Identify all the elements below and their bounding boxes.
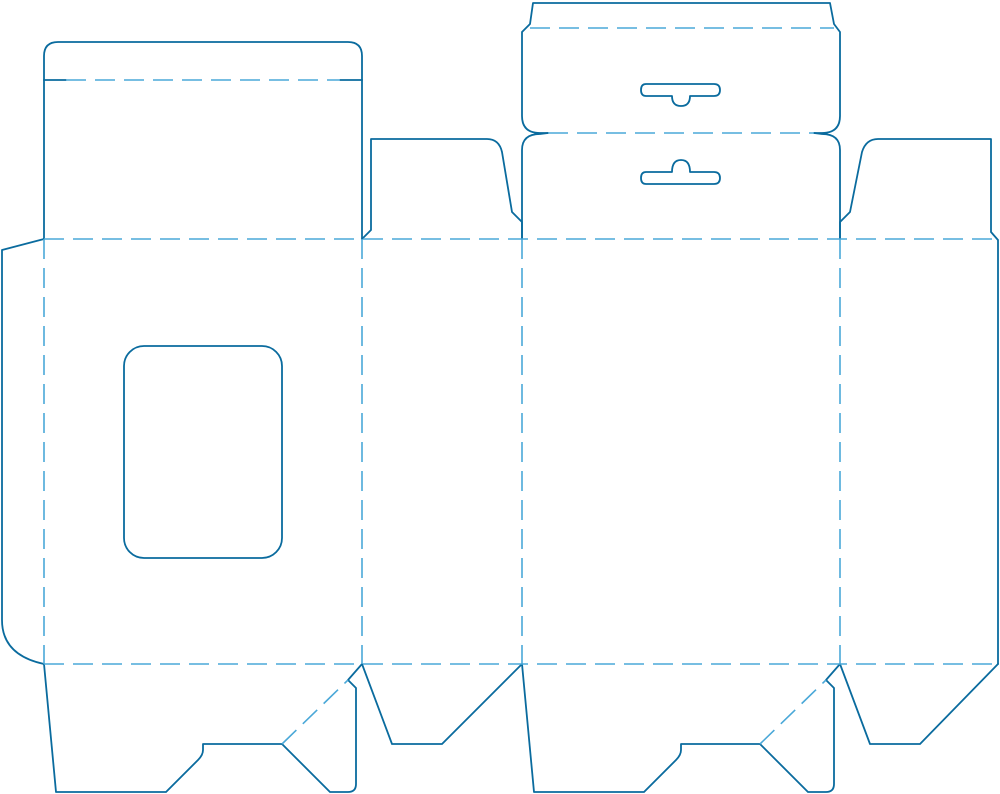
glue-flap xyxy=(1,238,45,665)
window-cutout xyxy=(123,345,283,559)
side-panel-bottom-flap-left xyxy=(361,663,523,745)
top-lid-right xyxy=(813,132,841,240)
fold-lines xyxy=(43,27,998,745)
hang-slot-lower xyxy=(640,159,721,185)
hang-slot-upper xyxy=(640,83,721,107)
left-top-tab xyxy=(43,41,363,81)
fold-diagonal-right xyxy=(759,679,827,745)
left-panel-bottom-flap xyxy=(43,663,363,793)
side-panel-top-flap-left xyxy=(361,138,523,240)
side-panel-top-flap-right xyxy=(839,138,999,665)
tuck-flap xyxy=(521,2,841,134)
side-panel-bottom-flap-right xyxy=(839,663,999,745)
front-panel-bottom-flap xyxy=(521,663,841,793)
fold-diagonal-left xyxy=(281,679,349,745)
top-lid xyxy=(521,132,549,240)
